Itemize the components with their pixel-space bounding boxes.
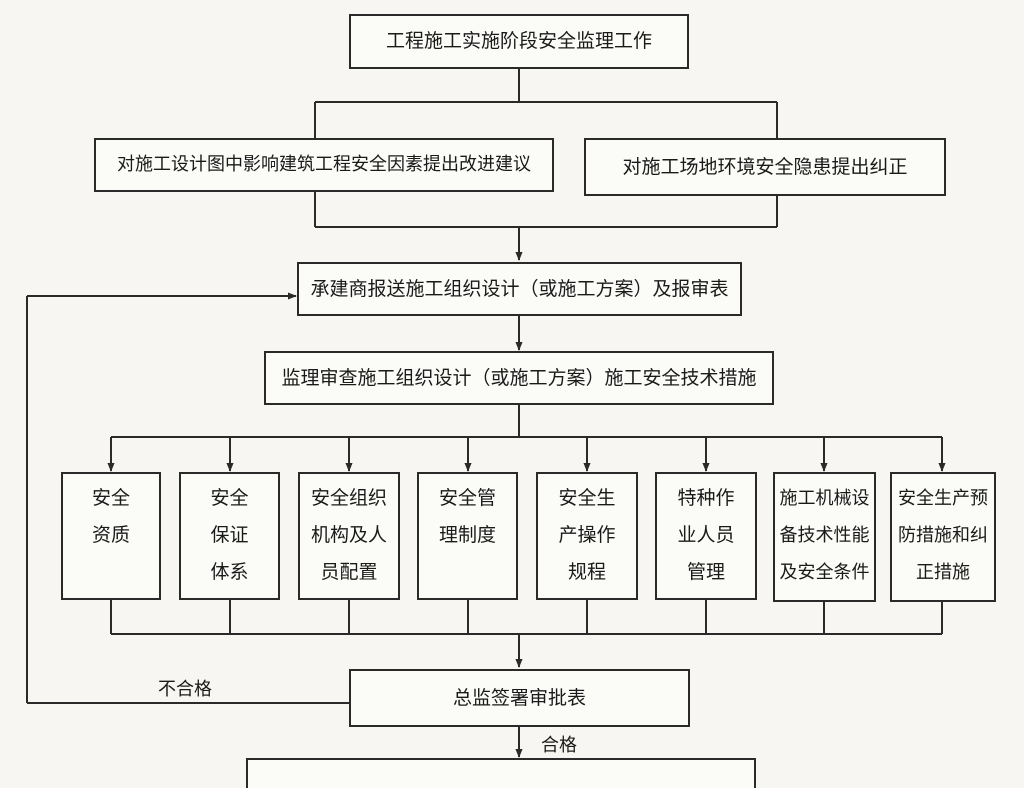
- review-item-safety-management-rules: 安全管 理制度: [417, 472, 518, 600]
- pass-label: 合格: [541, 735, 577, 756]
- review-item-machinery-conditions: 施工机械设 备技术性能 及安全条件: [773, 472, 876, 602]
- review-item-special-workers: 特种作 业人员 管理: [655, 472, 757, 600]
- supervision-review-box: 监理审查施工组织设计（或施工方案）施工安全技术措施: [264, 351, 774, 405]
- review-item-safety-qualification: 安全 资质: [61, 472, 161, 600]
- title-box: 工程施工实施阶段安全监理工作: [349, 14, 689, 69]
- site-correction-box: 对施工场地环境安全隐患提出纠正: [584, 138, 946, 196]
- review-item-operation-procedures: 安全生 产操作 规程: [536, 472, 638, 600]
- design-suggestion-box: 对施工设计图中影响建筑工程安全因素提出改进建议: [94, 138, 554, 192]
- next-step-box: [246, 758, 756, 788]
- review-item-safety-assurance-system: 安全 保证 体系: [179, 472, 280, 600]
- fail-label: 不合格: [158, 679, 212, 700]
- chief-approval-box: 总监签署审批表: [349, 669, 690, 727]
- flow-connectors: [26, 68, 946, 758]
- review-item-safety-organization: 安全组织 机构及人 员配置: [298, 472, 400, 600]
- review-item-prevention-measures: 安全生产预 防措施和纠 正措施: [890, 472, 996, 602]
- contractor-submission-box: 承建商报送施工组织设计（或施工方案）及报审表: [297, 262, 742, 316]
